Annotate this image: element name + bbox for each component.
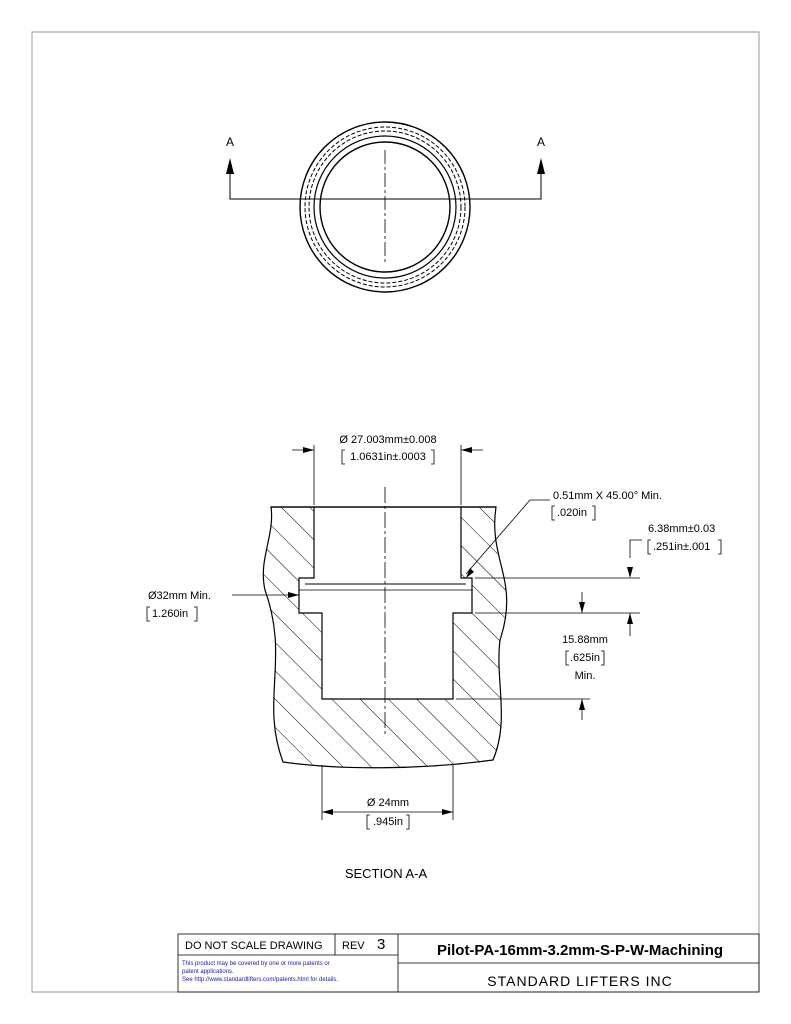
patent-line-1: This product may be covered by one or mo… (182, 961, 330, 967)
hole-arrow-right (442, 809, 453, 815)
bore-dia-in-text: 1.0631in±.0003 (350, 451, 426, 463)
hole-dia-in-bracket (366, 814, 410, 830)
sheet-border (31, 31, 760, 993)
rev-label: REV (342, 940, 365, 952)
chamfer-in-bracket (551, 505, 596, 521)
bore-arrow-right (461, 447, 472, 453)
hole-dia-mm-text: Ø 24mm (367, 797, 409, 809)
groove-depth-arrow-top (627, 567, 633, 578)
section-label-right: A (537, 135, 545, 149)
section-view: Ø 27.003mm±0.008 1.0631in±.0003 0.51mm X… (146, 434, 722, 881)
chamfer-in-text: .020in (557, 507, 587, 519)
groove-dia-in-text: 1.260in (152, 608, 188, 620)
cavity-outline (298, 507, 473, 700)
chamfer-leader (465, 499, 550, 575)
bore-dia-mm-text: Ø 27.003mm±0.008 (339, 434, 436, 446)
groove-depth-in-bracket (647, 539, 722, 555)
patent-line-2: patent applications. (182, 969, 234, 975)
part-number: Pilot-PA-16mm-3.2mm-S-P-W-Machining (437, 942, 723, 959)
groove-depth-in-text: .251in±.001 (653, 541, 710, 553)
rev-value: 3 (377, 936, 385, 953)
title-block: DO NOT SCALE DRAWING REV 3 Pilot-PA-16mm… (177, 933, 760, 993)
bore-arrow-left (303, 447, 314, 453)
groove-dia-arrow (288, 592, 299, 598)
hole-depth-in-bracket (565, 650, 605, 666)
outer-circle (299, 121, 471, 293)
groove-dia-mm-text: Ø32mm Min. (148, 590, 211, 602)
hole-depth-arrow-top (579, 602, 585, 613)
groove-dia-in-bracket (146, 606, 198, 622)
groove-depth-leader (629, 539, 642, 558)
hole-depth-in-text: .625in (570, 652, 600, 664)
company-name: STANDARD LIFTERS INC (487, 973, 672, 989)
groove-circle-hidden-2 (308, 130, 462, 284)
chamfer-circle (313, 135, 457, 279)
patent-line-3: See http://www.standardlifters.com/paten… (182, 977, 338, 983)
hole-arrow-left (322, 809, 333, 815)
section-title: SECTION A-A (345, 866, 428, 881)
bore-dia-in-bracket (341, 449, 435, 465)
section-arrow-right (537, 158, 545, 174)
section-line (229, 170, 542, 200)
hole-dia-in-text: .945in (373, 816, 403, 828)
top-view: A A (226, 121, 545, 293)
groove-circle-hidden-1 (304, 126, 466, 288)
chamfer-mm-text: 0.51mm X 45.00° Min. (553, 490, 662, 502)
hole-depth-arrow-bottom (579, 699, 585, 710)
groove-depth-arrow-bottom (627, 613, 633, 624)
hole-depth-min-text: Min. (575, 670, 596, 682)
groove-depth-mm-text: 6.38mm±0.03 (648, 523, 715, 535)
bore-circle (319, 141, 451, 273)
part-outline (262, 506, 508, 769)
chamfer-leader-arrow (466, 568, 474, 578)
section-arrow-left (226, 158, 234, 174)
section-label-left: A (226, 135, 234, 149)
hole-depth-mm-text: 15.88mm (562, 634, 608, 646)
material-hatch (263, 507, 507, 768)
do-not-scale-text: DO NOT SCALE DRAWING (185, 940, 323, 952)
